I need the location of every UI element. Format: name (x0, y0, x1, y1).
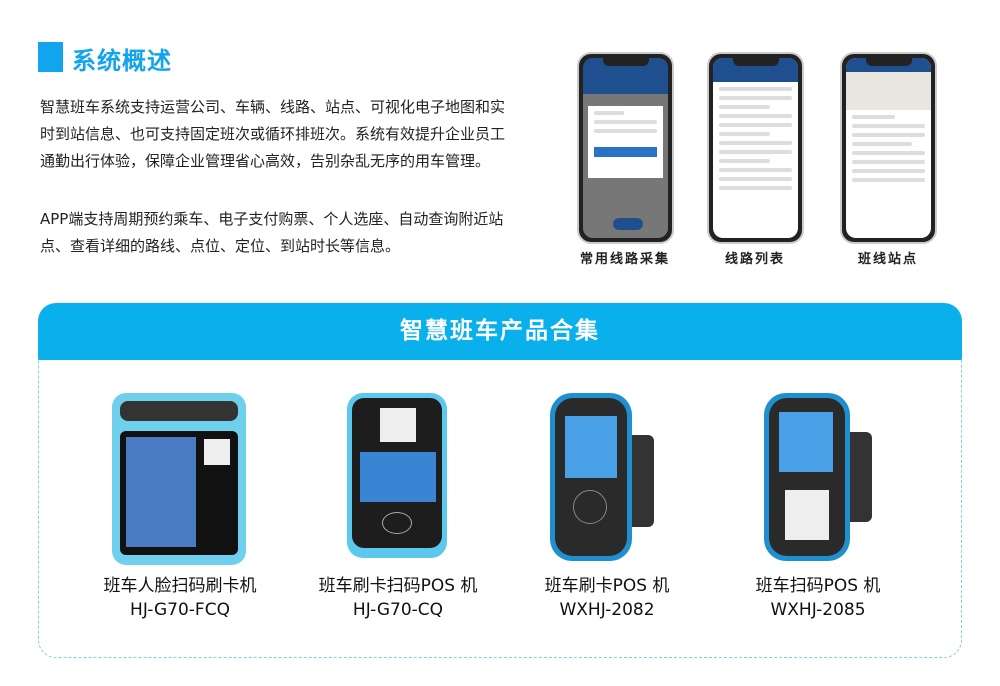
product-name: 班车刷卡POS 机 (544, 576, 670, 596)
product-name: 班车扫码POS 机 (755, 576, 881, 596)
product-image-face-pos (112, 393, 246, 565)
card-pos-mount (632, 435, 654, 527)
section-title: 系统概述 (72, 47, 172, 75)
product-model: WXHJ-2082 (559, 600, 655, 620)
product-image-card-scan-pos (347, 393, 447, 558)
product-caption: 班车扫码POS 机 WXHJ-2085 (708, 574, 928, 622)
product-model: HJ-G70-FCQ (130, 600, 230, 620)
overview-paragraph-2: APP端支持周期预约乘车、电子支付购票、个人选座、自动查询附近站点、查看详细的路… (40, 210, 504, 255)
phone-caption: 常用线路采集 (579, 252, 670, 267)
product-model: WXHJ-2085 (770, 600, 866, 620)
product-caption: 班车刷卡POS 机 WXHJ-2082 (497, 574, 717, 622)
product-caption: 班车人脸扫码刷卡机 HJ-G70-FCQ (70, 574, 290, 622)
product-image-scan-pos (764, 393, 850, 561)
phone-route-list (707, 52, 804, 244)
phone-caption: 班线站点 (857, 252, 918, 267)
product-name: 班车刷卡扫码POS 机 (318, 576, 478, 596)
product-image-card-pos (550, 393, 632, 561)
phone-route-collection (577, 52, 674, 244)
heading-marker (38, 42, 63, 72)
overview-paragraph-1: 智慧班车系统支持运营公司、车辆、线路、站点、可视化电子地图和实时到站信息、也可支… (40, 98, 506, 170)
phone-caption: 线路列表 (724, 252, 785, 267)
product-model: HJ-G70-CQ (352, 600, 444, 620)
product-caption: 班车刷卡扫码POS 机 HJ-G70-CQ (288, 574, 508, 622)
phone-route-stations (840, 52, 937, 244)
scan-pos-mount (850, 432, 872, 522)
products-container (38, 358, 962, 658)
product-name: 班车人脸扫码刷卡机 (103, 576, 257, 596)
products-banner: 智慧班车产品合集 (38, 303, 962, 360)
